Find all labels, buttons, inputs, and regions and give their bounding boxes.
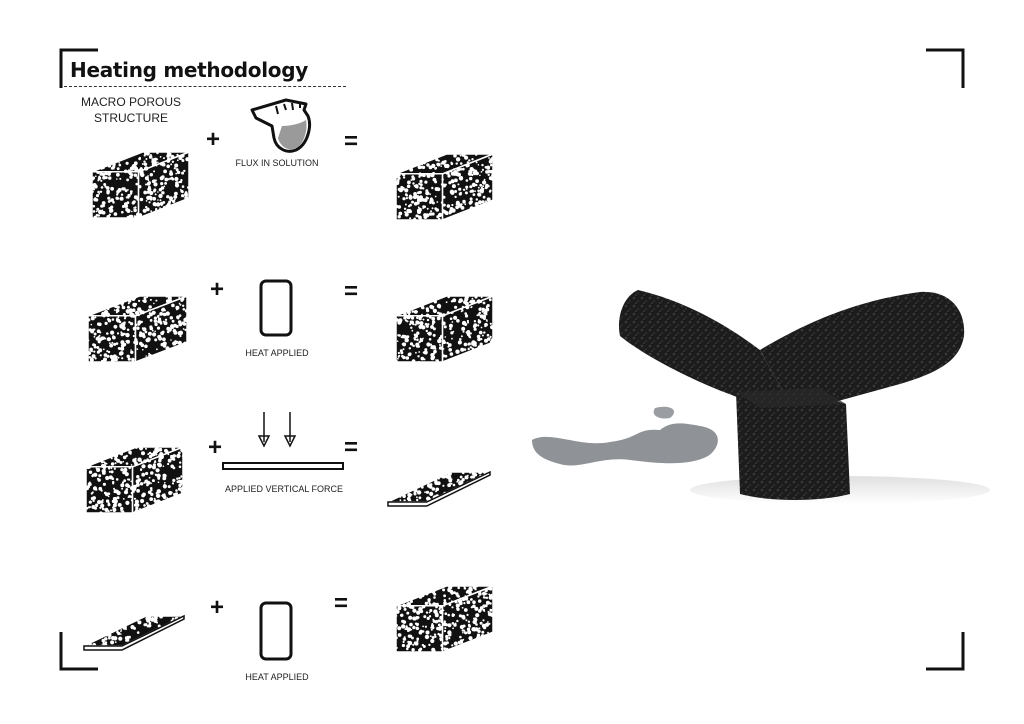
title-underline [64,86,346,87]
porous-block-row1-input [91,150,190,220]
heater-row2-icon [259,279,293,337]
plus-sign-row2: + [210,276,225,303]
porous-block-row2-output [395,294,495,364]
compressed-sheet-row4-input [83,614,185,651]
press-plate-icon [222,462,344,470]
porous-block-row2-input [87,294,189,364]
vertical-force-arrows-icon [257,412,297,448]
heater-row4-icon [259,601,293,661]
structure-caption: MACRO POROUS STRUCTURE [72,94,190,126]
flux-label: FLUX IN SOLUTION [235,158,319,168]
liquid-puddle [532,423,718,466]
heat-applied-label-row2: HEAT APPLIED [245,348,309,358]
plus-sign-row4: + [210,594,225,621]
porous-block-row4-output [394,584,494,654]
equals-sign-row1: = [344,128,359,155]
equals-sign-row4: = [334,590,349,617]
page-title: Heating methodology [70,58,308,82]
structure-caption-line1: MACRO POROUS [80,95,181,109]
flux-beaker-icon [250,98,311,153]
plus-sign-row3: + [208,434,223,461]
plus-sign-row1: + [206,126,221,153]
equals-sign-row3: = [344,434,359,461]
vertical-force-label: APPLIED VERTICAL FORCE [224,484,344,494]
heat-applied-label-row4: HEAT APPLIED [245,672,309,682]
porous-block-row3-input [85,445,185,515]
equals-sign-row2: = [344,278,359,305]
compressed-sheet-row3-output [387,470,491,507]
foam-sculpture-photo [532,290,990,504]
foam-stem [736,388,850,500]
foam-left-arm [618,290,782,398]
structure-caption-line2: STRUCTURE [94,111,168,125]
foam-right-arm [760,291,965,406]
porous-block-row1-output [395,152,495,222]
